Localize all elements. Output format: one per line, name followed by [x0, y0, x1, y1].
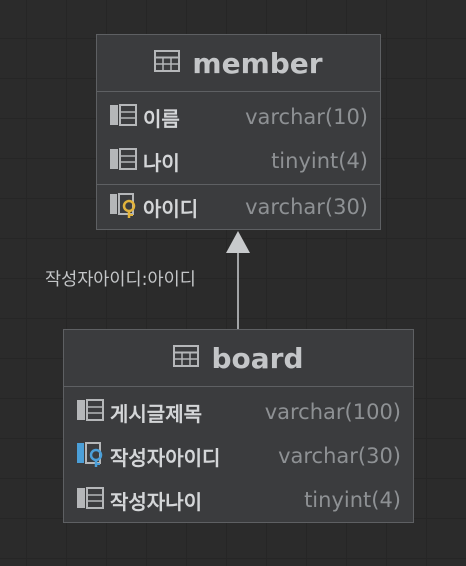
table-icon — [173, 345, 200, 371]
foreign-key-column-icon — [76, 441, 104, 471]
column-icon — [76, 486, 104, 514]
column-row[interactable]: 게시글제목 varchar(100) — [64, 390, 413, 434]
entity-member[interactable]: member 이름 varchar(10) 나이 tinyint(4) — [96, 34, 381, 230]
column-name: 아이디 — [143, 196, 199, 221]
column-row[interactable]: 이름 varchar(10) — [97, 95, 380, 139]
column-row[interactable]: 작성자아이디 varchar(30) — [64, 434, 413, 478]
column-type: varchar(10) — [245, 105, 368, 129]
table-icon — [154, 50, 181, 76]
column-type: varchar(30) — [278, 444, 401, 468]
column-type: varchar(100) — [264, 400, 401, 424]
column-row[interactable]: 아이디 varchar(30) — [97, 185, 380, 229]
column-name: 나이 — [143, 150, 180, 175]
column-icon — [109, 103, 137, 131]
column-name: 작성자아이디 — [110, 445, 221, 470]
column-row[interactable]: 나이 tinyint(4) — [97, 139, 380, 183]
entity-title: member — [192, 46, 323, 80]
entity-header: member — [97, 35, 380, 92]
entity-board[interactable]: board 게시글제목 varchar(100) 작성자아이디 varchar(… — [63, 329, 414, 523]
column-name: 작성자나이 — [110, 489, 202, 514]
column-icon — [109, 147, 137, 175]
column-name: 게시글제목 — [110, 401, 202, 426]
entity-title: board — [211, 341, 304, 375]
key-section-divider — [97, 184, 380, 185]
relationship-label: 작성자아이디:아이디 — [45, 270, 196, 290]
column-type: tinyint(4) — [304, 488, 401, 512]
column-type: varchar(30) — [245, 195, 368, 219]
column-name: 이름 — [143, 106, 180, 131]
relationship-arrowhead — [226, 231, 250, 253]
column-row[interactable]: 작성자나이 tinyint(4) — [64, 478, 413, 522]
column-type: tinyint(4) — [271, 149, 368, 173]
column-icon — [76, 398, 104, 426]
entity-header: board — [64, 330, 413, 387]
primary-key-column-icon — [109, 192, 137, 222]
